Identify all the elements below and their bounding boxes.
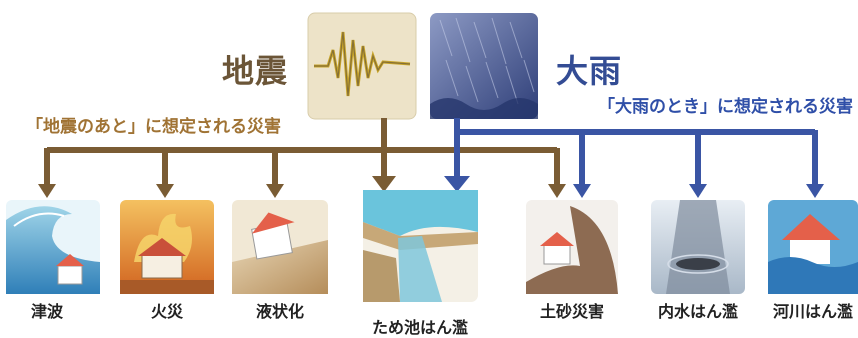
- after-earthquake-subtitle: 「地震のあと」に想定される災害: [26, 117, 281, 137]
- disaster-diagram: [6, 12, 858, 302]
- river-flood-icon: [768, 200, 858, 294]
- rain-arrow-tree: [454, 118, 818, 186]
- heavy-rain-icon: [430, 13, 538, 119]
- rain-arrowheads: [444, 176, 824, 198]
- fire-icon: [120, 200, 214, 294]
- landslide-icon: [526, 200, 618, 294]
- earthquake-seismograph-icon: [307, 12, 417, 120]
- during-rain-subtitle: 「大雨のとき」に想定される災害: [598, 97, 853, 117]
- heavy-rain-title: 大雨: [556, 52, 623, 90]
- earthquake-title: 地震: [222, 52, 289, 90]
- fire-label: 火災: [150, 302, 183, 321]
- reservoir-overflow-icon: [363, 190, 478, 302]
- earthquake-arrow-tree: [44, 118, 560, 186]
- tsunami-icon: [6, 200, 100, 294]
- landslide-label: 土砂災害: [539, 302, 604, 321]
- reservoir-overflow-label: ため池はん濫: [371, 318, 468, 337]
- liquefaction-label: 液状化: [255, 302, 304, 321]
- inland-flood-icon: [651, 200, 745, 294]
- inland-flood-label: 内水はん濫: [657, 302, 738, 321]
- tsunami-label: 津波: [30, 302, 63, 321]
- river-flood-label: 河川はん濫: [772, 302, 853, 321]
- earthquake-arrowheads: [38, 176, 566, 198]
- liquefaction-icon: [232, 200, 328, 294]
